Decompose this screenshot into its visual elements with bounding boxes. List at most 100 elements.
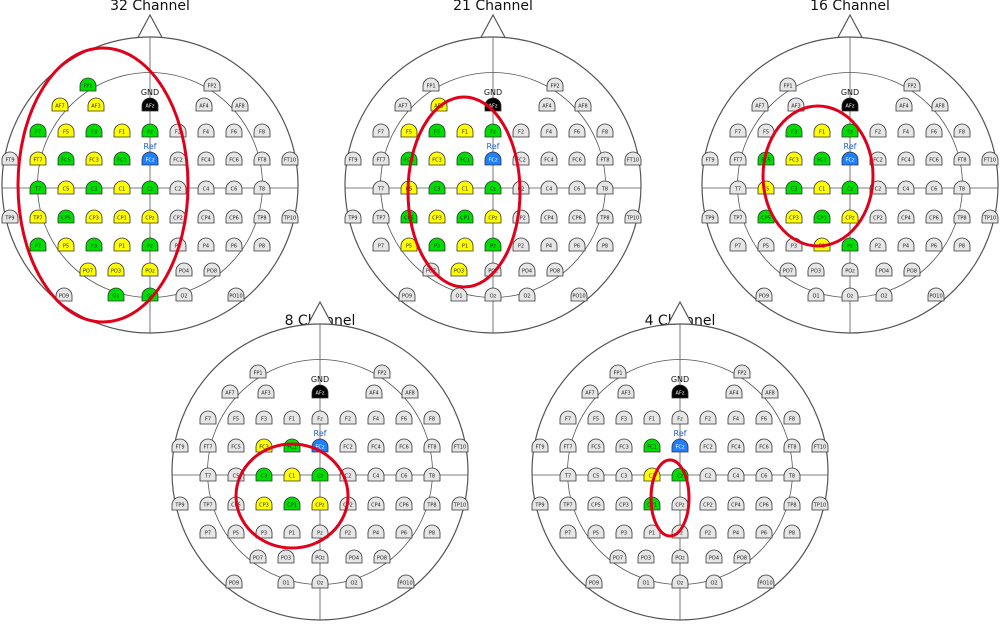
electrode-cap	[785, 209, 803, 224]
electrode-c1: C1	[283, 467, 301, 482]
electrode-cap	[141, 97, 159, 112]
electrode-cap	[897, 180, 915, 195]
electrode-fc1: FC1	[113, 151, 131, 166]
electrode-cap	[813, 209, 831, 224]
electrode-cap	[394, 97, 412, 112]
electrode-cap	[559, 438, 577, 453]
electrode-label: CP1	[117, 216, 127, 222]
electrode-cap	[197, 180, 215, 195]
electrode-c3: C3	[785, 180, 803, 195]
electrode-cap	[57, 209, 75, 224]
electrode-label: AF8	[935, 104, 944, 110]
montage-title: 32 Channel	[110, 0, 190, 14]
electrode-label: P6	[761, 531, 767, 537]
electrode-f6: F6	[568, 123, 586, 138]
electrode-afz: AFz	[141, 97, 159, 112]
electrode-t8: T8	[953, 180, 971, 195]
electrode-f6: F6	[395, 410, 413, 425]
electrode-label: AF4	[369, 391, 378, 397]
electrode-t7: T7	[372, 180, 390, 195]
electrode-cap	[171, 496, 189, 511]
electrode-af8: AF8	[574, 97, 592, 112]
electrode-cap	[400, 123, 418, 138]
electrode-cap	[141, 287, 159, 302]
electrode-o2: O2	[705, 574, 723, 589]
electrode-fc3: FC3	[615, 438, 633, 453]
electrode-fc5: FC5	[227, 438, 245, 453]
electrode-p4: P4	[197, 237, 215, 252]
electrode-cap	[609, 549, 627, 564]
electrode-label: FC2	[516, 158, 526, 164]
electrode-label: TP8	[426, 503, 436, 509]
electrode-label: P4	[373, 531, 379, 537]
electrode-fc3: FC3	[428, 151, 446, 166]
electrode-f6: F6	[225, 123, 243, 138]
electrode-label: C4	[546, 187, 553, 193]
electrode-label: C4	[373, 474, 380, 480]
electrode-label: FC1	[460, 158, 470, 164]
electrode-label: PO9	[59, 294, 69, 300]
electrode-f3: F3	[785, 123, 803, 138]
electrode-cap	[141, 209, 159, 224]
electrode-af4: AF4	[195, 97, 213, 112]
electrode-cap	[79, 77, 97, 92]
electrode-label: CP5	[591, 503, 601, 509]
electrode-tp7: TP7	[29, 209, 47, 224]
electrode-ft7: FT7	[199, 438, 217, 453]
electrode-ft7: FT7	[372, 151, 390, 166]
electrode-cap	[29, 151, 47, 166]
electrode-p2: P2	[869, 237, 887, 252]
electrode-label: P2	[705, 531, 711, 537]
electrode-cap	[401, 384, 419, 399]
electrode-label: F2	[175, 130, 181, 136]
electrode-af4: AF4	[895, 97, 913, 112]
electrode-cap	[372, 237, 390, 252]
electrode-label: T7	[34, 187, 41, 193]
electrode-label: FT9	[705, 158, 714, 164]
electrode-label: TP9	[704, 216, 714, 222]
electrode-cap	[255, 467, 273, 482]
electrode-po10: PO10	[397, 574, 415, 589]
electrode-po3: PO3	[277, 549, 295, 564]
electrode-label: P3	[791, 244, 797, 250]
electrode-cap	[518, 262, 536, 277]
electrode-cz: Cz	[141, 180, 159, 195]
electrode-f3: F3	[85, 123, 103, 138]
ref-marker: Ref	[844, 142, 857, 151]
electrode-f4: F4	[727, 410, 745, 425]
electrode-label: F1	[462, 130, 468, 136]
electrode-label: AF3	[621, 391, 630, 397]
electrode-cap	[733, 364, 751, 379]
electrode-cap	[596, 180, 614, 195]
electrode-fc1: FC1	[643, 438, 661, 453]
electrode-p7: P7	[199, 524, 217, 539]
electrode-label: FC1	[817, 158, 827, 164]
electrode-label: FT7	[33, 158, 42, 164]
electrode-label: FC5	[761, 158, 771, 164]
electrode-label: P5	[233, 531, 239, 537]
electrode-label: FP2	[907, 84, 916, 90]
electrode-cap	[953, 180, 971, 195]
electrode-cap	[596, 123, 614, 138]
electrode-cap	[141, 180, 159, 195]
electrode-cap	[981, 209, 999, 224]
electrode-label: C3	[261, 474, 268, 480]
electrode-label: TP10	[453, 503, 466, 509]
electrode-label: TP7	[375, 216, 385, 222]
electrode-label: P6	[401, 531, 407, 537]
electrode-cap	[787, 97, 805, 112]
electrode-c6: C6	[568, 180, 586, 195]
electrode-p3: P3	[85, 237, 103, 252]
electrode-fc2: FC2	[699, 438, 717, 453]
electrode-label: CP2	[703, 503, 713, 509]
electrode-cap	[953, 209, 971, 224]
electrode-p7: P7	[372, 237, 390, 252]
electrode-cap	[231, 97, 249, 112]
electrode-cap	[197, 237, 215, 252]
electrode-cap	[450, 262, 468, 277]
electrode-cap	[727, 467, 745, 482]
electrode-cap	[615, 410, 633, 425]
electrode-cap	[456, 123, 474, 138]
electrode-label: F8	[602, 130, 608, 136]
ref-marker: Ref	[674, 429, 687, 438]
